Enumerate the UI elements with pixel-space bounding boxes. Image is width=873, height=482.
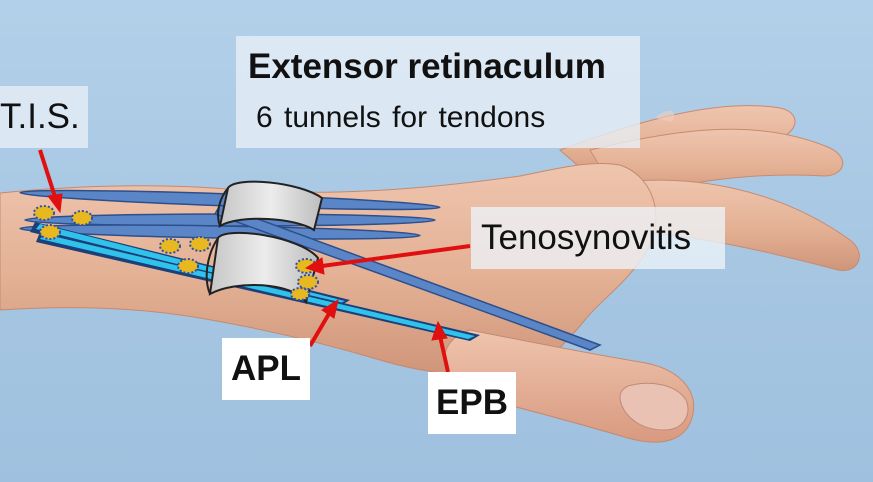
epb-arrow: [431, 320, 450, 373]
diagram-subtitle: 6 tunnels for tendons: [256, 101, 546, 134]
retinaculum-tunnel-lower: [205, 231, 320, 305]
tenosynovitis-label: Tenosynovitis: [471, 207, 725, 269]
apl-arrow: [308, 298, 339, 348]
title-callout: Extensor retinaculum 6 tunnels for tendo…: [236, 36, 640, 148]
apl-label: APL: [222, 338, 310, 400]
tis-arrow: [38, 149, 63, 214]
pointer-arrows: [38, 149, 471, 373]
epb-label: EPB: [428, 372, 516, 434]
inflammation-spots: [33, 205, 319, 301]
tenosynovitis-arrow: [304, 244, 471, 275]
tis-label: T.I.S.: [0, 86, 88, 148]
retinaculum-tunnel-upper: [217, 180, 324, 232]
diagram-title: Extensor retinaculum: [248, 47, 606, 86]
thumbnail: [619, 382, 689, 431]
